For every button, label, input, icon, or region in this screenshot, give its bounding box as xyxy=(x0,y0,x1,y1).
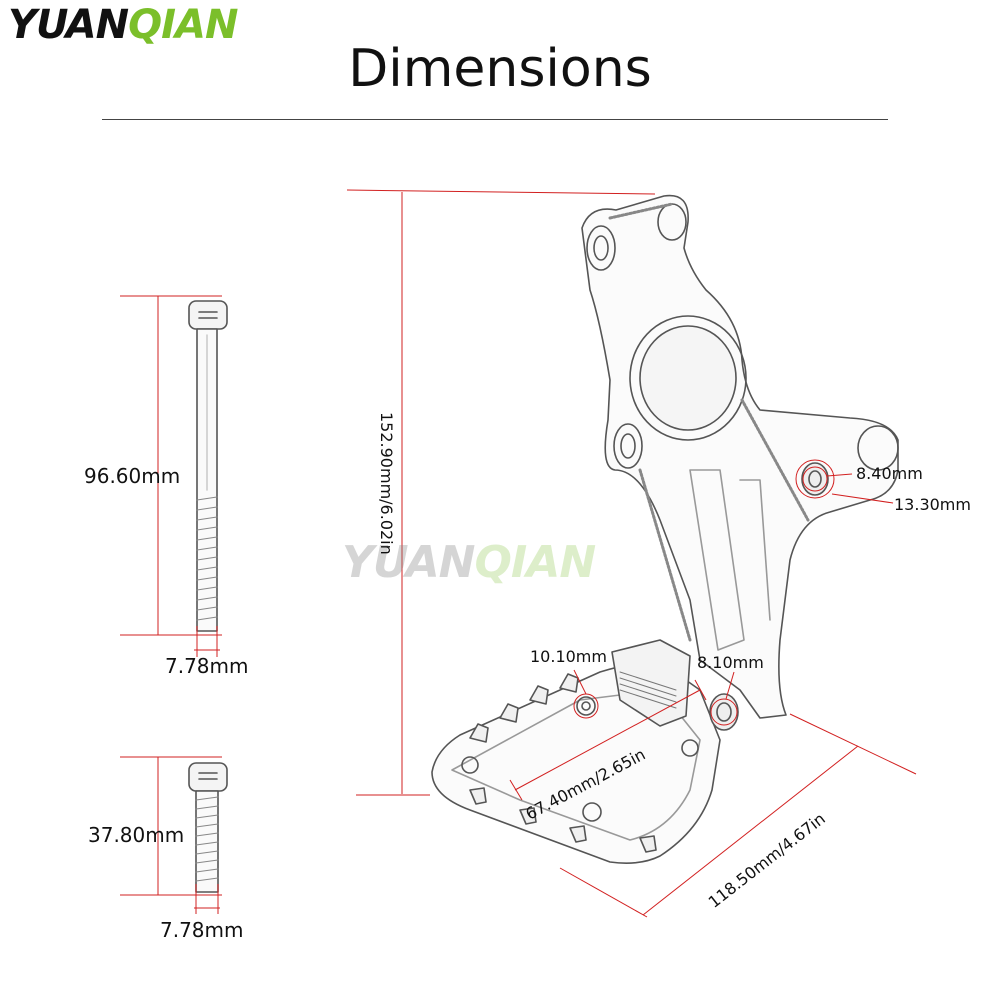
dimension-lines xyxy=(120,189,917,918)
bracket-drawing xyxy=(431,194,899,864)
page-title: Dimensions xyxy=(348,39,652,99)
peg-hole-right-label: 8.10mm xyxy=(697,653,764,672)
peg-hole-left-label: 10.10mm xyxy=(530,647,607,666)
watermark-part1: YUAN xyxy=(342,537,475,588)
long-bolt-drawing xyxy=(188,300,228,632)
watermark-part2: QIAN xyxy=(474,537,597,588)
long-bolt-diameter-label: 7.78mm xyxy=(165,654,249,678)
long-bolt-length-label: 96.60mm xyxy=(84,464,181,488)
short-bolt-length-label: 37.80mm xyxy=(88,823,185,847)
brand-logo-part2: QIAN xyxy=(128,2,238,48)
watermark-logo: YUANQIAN xyxy=(342,537,597,588)
bracket-height-label: 152.90mm/6.02in xyxy=(377,412,396,555)
brand-logo-part1: YUAN xyxy=(8,2,129,48)
title-divider xyxy=(102,119,888,120)
top-hole-inner-label: 8.40mm xyxy=(856,464,923,483)
brand-logo: YUANQIAN xyxy=(8,2,238,48)
top-hole-outer-label: 13.30mm xyxy=(894,495,971,514)
short-bolt-diameter-label: 7.78mm xyxy=(160,918,244,942)
short-bolt-drawing xyxy=(188,762,228,893)
